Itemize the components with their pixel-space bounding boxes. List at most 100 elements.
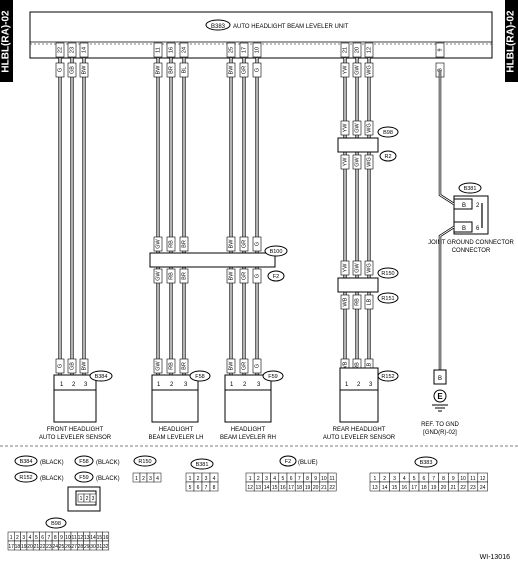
legend-b98-pin-32: 32	[103, 544, 109, 550]
legend-f2-pin-8: 8	[306, 476, 309, 482]
lh-unit-pin-3: 24	[181, 47, 187, 53]
legend-b98-pin-13: 13	[84, 535, 90, 541]
front-wire-color-bottom-3: BW	[81, 361, 87, 371]
legend-b383-pin-1: 1	[374, 476, 377, 482]
legend-b383-pin-14: 14	[382, 485, 388, 491]
legend-b383-pin-4: 4	[403, 476, 406, 482]
lh-label-1: HEADLIGHT	[159, 427, 194, 433]
legend-b383-pin-22: 22	[460, 485, 466, 491]
front-pin-2: 2	[72, 382, 76, 388]
rh-wire-color-top-3: G	[254, 68, 260, 72]
b100-f2-band	[149, 252, 276, 268]
rh-wire-color-top-1: BW	[228, 65, 234, 75]
legend-b98-pin-20: 20	[27, 544, 33, 550]
ground-symbol: E	[437, 392, 443, 401]
front-conn-code: B384	[95, 374, 108, 380]
lh-band-color-top-1: GW	[155, 238, 161, 248]
front-wire-color-bottom-2: GB	[69, 362, 75, 370]
legend-f2-pin-20: 20	[313, 485, 319, 491]
legend-b98-pin-3: 3	[22, 535, 25, 541]
legend-b383-pin-21: 21	[451, 485, 457, 491]
legend-b383-pin-19: 19	[431, 485, 437, 491]
legend-f2-color: (BLUE)	[298, 460, 318, 466]
legend-b98: B98	[51, 521, 61, 527]
lh-band-color-bottom-3: BR	[181, 272, 187, 280]
legend-b381-pin-1: 1	[189, 476, 192, 482]
legend-b381-pin-4: 4	[213, 476, 216, 482]
rear-wire-color-top-3: WG	[366, 65, 372, 74]
legend-b98-pin-24: 24	[52, 544, 58, 550]
b100-code: B100	[270, 249, 283, 255]
legend-tri-pin-2: 2	[86, 496, 89, 502]
legend-f2-pin-5: 5	[282, 476, 285, 482]
rear-box	[339, 389, 379, 423]
b381-pin-6: 6	[476, 226, 480, 232]
rh-pin-1: 1	[230, 382, 234, 388]
legend-b98-pin-27: 27	[71, 544, 77, 550]
rh-label-2: BEAM LEVELER RH	[220, 435, 276, 441]
rear-label-2: AUTO LEVELER SENSOR	[323, 435, 396, 441]
rear-r150-color-3: WG	[366, 263, 372, 272]
legend-f2: F2	[285, 459, 291, 465]
b381-code: B381	[464, 186, 477, 192]
rh-wire-color-bottom-3: G	[254, 364, 260, 368]
page-label-left: HLBL(RA)-02	[0, 0, 13, 82]
legend-f2-pin-3: 3	[265, 476, 268, 482]
legend-b98-pin-15: 15	[97, 535, 103, 541]
legend-r152-color: (BLACK)	[40, 476, 64, 482]
legend-b98-pin-11: 11	[72, 535, 77, 541]
lh-wire-color-bottom-2: RB	[168, 362, 174, 370]
b381-color-2: B	[462, 226, 466, 232]
rear-r151-color-2: RB	[354, 298, 360, 306]
r150-code: R150	[381, 271, 394, 277]
legend-b383-pin-24: 24	[480, 485, 486, 491]
legend-f2-pin-10: 10	[321, 476, 327, 482]
legend-b383-pin-5: 5	[413, 476, 416, 482]
legend-f58: F58	[79, 459, 88, 465]
joint-ground-label-2: CONNECTOR	[452, 248, 491, 254]
rh-box	[224, 389, 272, 423]
legend-r150: R150	[138, 459, 151, 465]
rear-pin-1: 1	[345, 382, 349, 388]
rear-pin-2: 2	[357, 382, 361, 388]
rear-b98-color-bottom-2: GW	[354, 156, 360, 166]
front-unit-pin-2: 23	[69, 47, 75, 53]
front-wire-color-top-1: G	[57, 68, 63, 72]
legend-b383-pin-8: 8	[442, 476, 445, 482]
rear-r151-color-3: LB	[366, 298, 372, 305]
b98-band	[337, 137, 379, 153]
legend-b383-pin-17: 17	[411, 485, 417, 491]
front-wire-color-top-3: BW	[81, 65, 87, 75]
rh-band-color-top-2: GR	[241, 240, 247, 248]
b98-code: B98	[383, 130, 393, 136]
legend-b383-pin-2: 2	[383, 476, 386, 482]
legend-b98-pin-17: 17	[8, 544, 14, 550]
front-label-2: AUTO LEVELER SENSOR	[39, 435, 112, 441]
legend-b383-pin-16: 16	[402, 485, 408, 491]
legend-r150-pin-3: 3	[149, 476, 152, 482]
b381-color-1: B	[462, 203, 466, 209]
rh-wire-color-bottom-1: BW	[228, 361, 234, 371]
legend-b381-pin-8: 8	[213, 485, 216, 491]
rear-pin-3: 3	[369, 382, 373, 388]
legend-b383-pin-12: 12	[480, 476, 486, 482]
legend-f2-pin-19: 19	[305, 485, 311, 491]
legend-r150-pin-2: 2	[142, 476, 145, 482]
lh-unit-pin-1: 11	[155, 47, 161, 53]
legend-b98-pin-4: 4	[29, 535, 32, 541]
lh-pin-2: 2	[170, 382, 174, 388]
legend-b98-pin-5: 5	[35, 535, 38, 541]
legend-b381-pin-3: 3	[205, 476, 208, 482]
lh-pin-3: 3	[184, 382, 188, 388]
rear-b98-color-bottom-1: YW	[342, 157, 348, 167]
legend-b384-color: (BLACK)	[40, 460, 64, 466]
b381-pin-2: 2	[476, 203, 480, 209]
legend-b381-pin-7: 7	[205, 485, 208, 491]
legend-f2-pin-12: 12	[247, 485, 253, 491]
figure-id: WI-13016	[480, 554, 510, 561]
legend-b383-pin-23: 23	[470, 485, 476, 491]
legend-f2-pin-6: 6	[290, 476, 293, 482]
